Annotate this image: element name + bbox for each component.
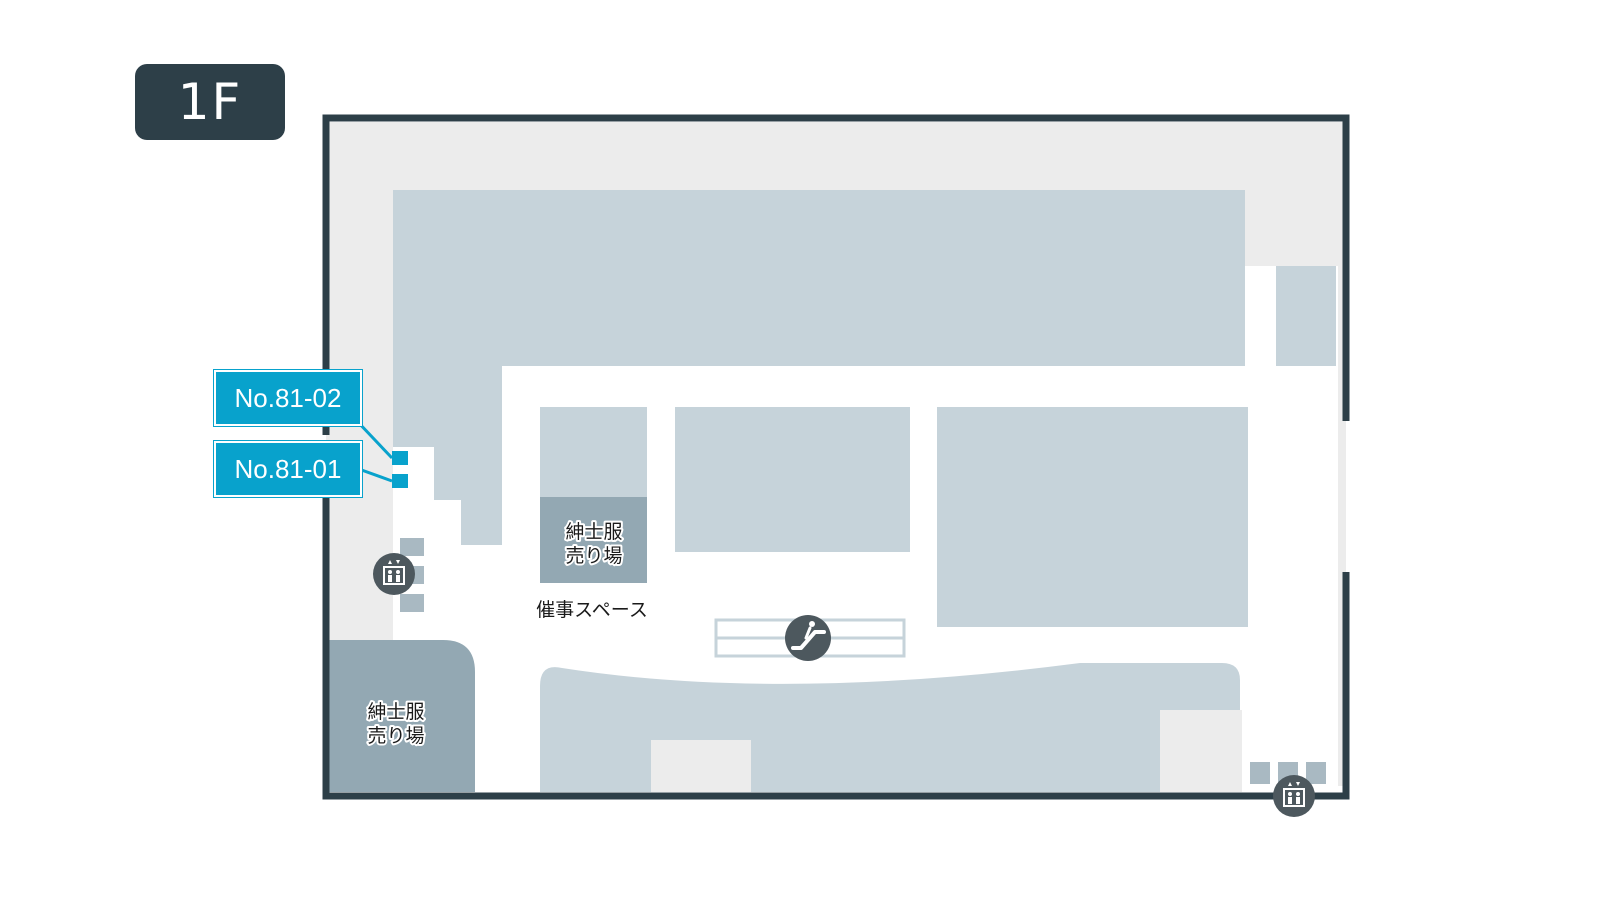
mens-wear-area[interactable] [540, 497, 647, 583]
shop-block[interactable] [937, 407, 1248, 627]
floor-label: 1F [177, 73, 243, 131]
mens-wear-label: 売り場 [367, 725, 424, 747]
corridor-notch [1160, 710, 1242, 792]
tenant-tag-label: No.81-01 [234, 453, 342, 484]
shop-block[interactable] [540, 663, 1240, 792]
elevator-icon [373, 553, 415, 595]
wall [322, 114, 1350, 435]
shop-block[interactable] [675, 407, 910, 552]
floor-badge: 1F [135, 64, 285, 140]
elevator-door [400, 594, 424, 612]
shop-block[interactable] [540, 407, 647, 497]
tag-connector [354, 418, 394, 460]
tenant-tag-81-02[interactable]: No.81-02 [214, 370, 362, 426]
tenant-space-81-01[interactable] [392, 474, 408, 488]
shop-block[interactable] [1276, 266, 1336, 366]
mens-wear-label: 売り場 [565, 545, 622, 567]
tenant-tag-label: No.81-02 [234, 382, 342, 413]
elevator-door [1306, 762, 1326, 784]
wall [322, 493, 1350, 800]
mens-wear-area[interactable] [326, 640, 475, 792]
elevator-icon [1273, 775, 1315, 817]
escalator-icon [785, 615, 831, 661]
tenant-space-81-02[interactable] [392, 451, 408, 465]
tag-connector [355, 466, 393, 483]
tenant-tag-81-01[interactable]: No.81-01 [214, 441, 362, 497]
shop-block[interactable] [393, 190, 1245, 545]
elevator-door [400, 538, 424, 556]
corridor-notch [651, 740, 751, 792]
elevator-door [1250, 762, 1270, 784]
mens-wear-label: 紳士服 [367, 701, 424, 723]
corridor [326, 122, 1346, 640]
mens-wear-label: 紳士服 [565, 521, 622, 543]
event-space-label: 催事スペース [536, 599, 648, 621]
corridor-right [1338, 266, 1346, 786]
